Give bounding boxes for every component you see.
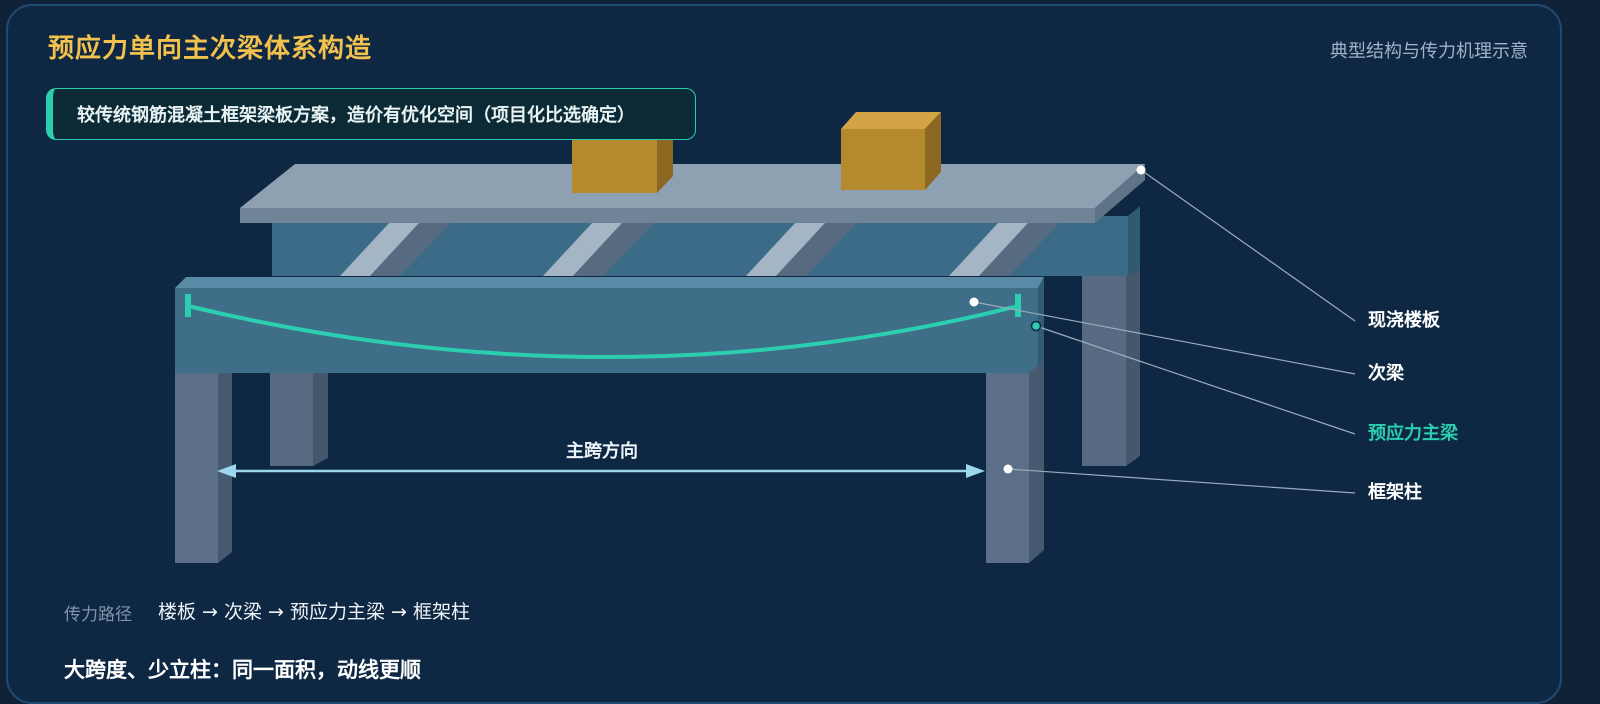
main-beam-marker-dot — [1030, 320, 1042, 332]
front-column-right — [986, 360, 1044, 563]
cost-callout: 较传统钢筋混凝土框架梁板方案，造价有优化空间（项目化比选确定） — [46, 88, 696, 140]
label-column: 框架柱 — [1368, 481, 1422, 503]
secondary-beam-band — [272, 206, 1140, 276]
page-title: 预应力单向主次梁体系构造 — [48, 34, 373, 64]
front-column-left — [175, 373, 232, 563]
page-subtitle: 典型结构与传力机理示意 — [1330, 41, 1528, 62]
secondary-beam — [949, 222, 1061, 276]
label-slab: 现浇楼板 — [1368, 309, 1441, 331]
floor-slab — [240, 164, 1145, 223]
column-marker-dot — [1003, 464, 1013, 474]
leader-lines — [973, 169, 1356, 494]
secondary-beam — [746, 222, 858, 276]
secondary-beam-marker-dot — [969, 297, 979, 307]
label-prestressed-main-beam: 预应力主梁 — [1368, 422, 1459, 444]
span-direction-label: 主跨方向 — [566, 440, 638, 462]
secondary-beam — [543, 222, 655, 276]
load-path-text: 楼板 → 次梁 → 预应力主梁 → 框架柱 — [158, 601, 470, 623]
secondary-beam — [340, 222, 452, 276]
load-box — [841, 112, 941, 190]
span-direction-arrow — [217, 464, 985, 478]
slab-marker-dot — [1136, 165, 1146, 175]
prestress-tendon — [185, 294, 1021, 359]
bottom-note: 大跨度、少立柱：同一面积，动线更顺 — [64, 658, 421, 682]
back-column-right — [1082, 262, 1140, 466]
structure-diagram: 主跨方向 现浇楼板 次梁 预应力主梁 框架柱 — [175, 112, 1459, 563]
load-path-label: 传力路径 — [64, 605, 132, 625]
back-column-left — [270, 352, 328, 466]
label-secondary-beam: 次梁 — [1368, 362, 1405, 384]
